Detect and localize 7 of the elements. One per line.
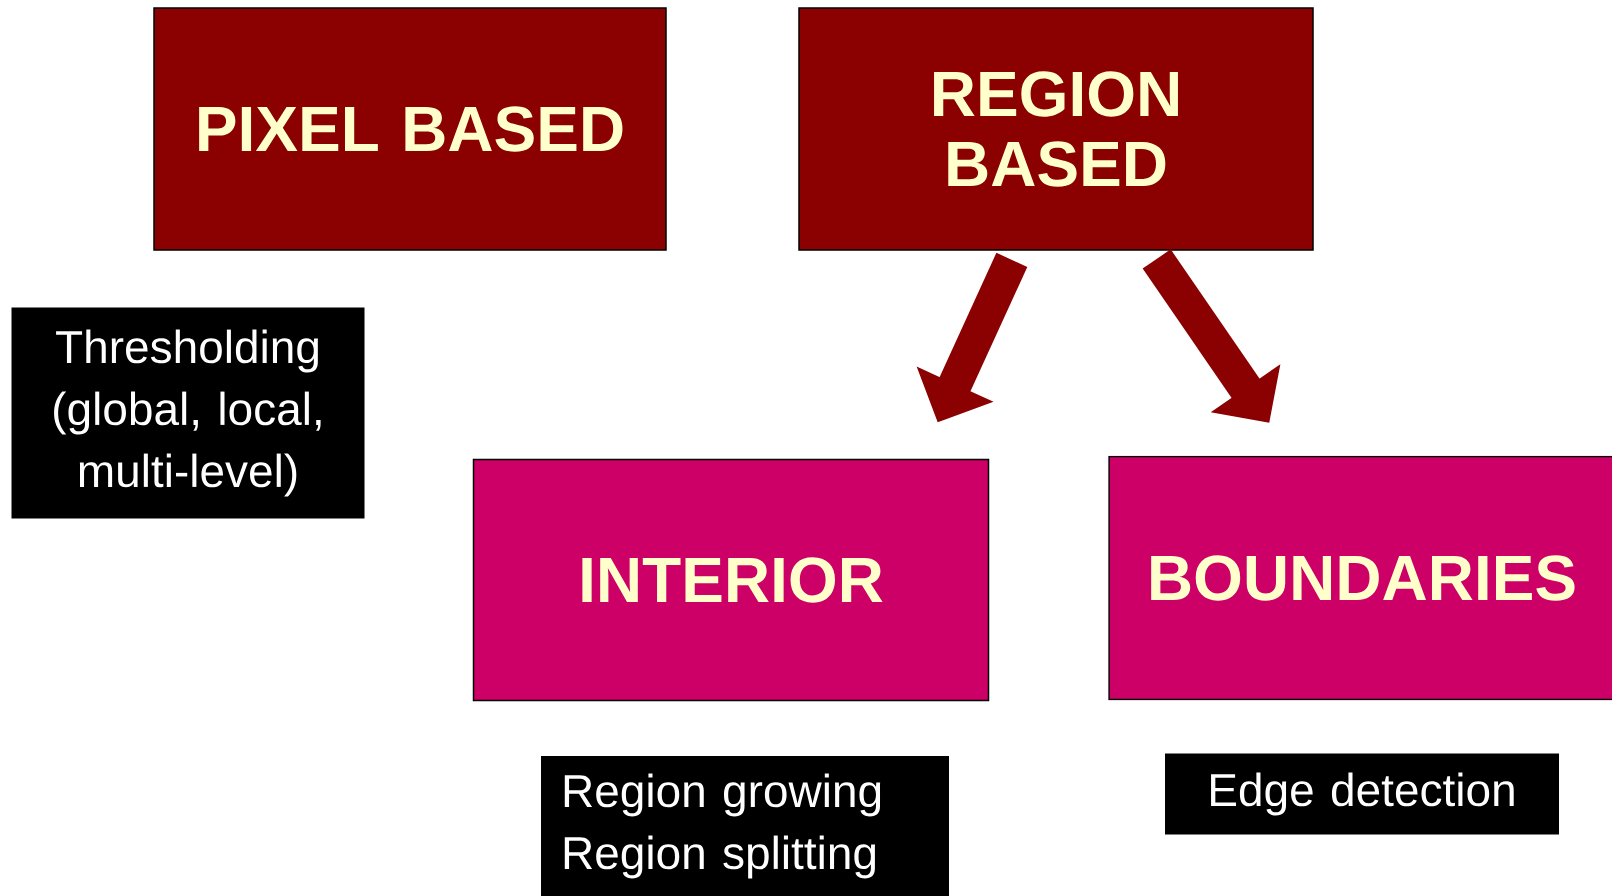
method-box: Edge detection (1165, 753, 1559, 835)
category-box: PIXEL BASED (153, 7, 667, 251)
method-box: Region growing Region splitting (541, 756, 949, 896)
category-box: BOUNDARIES (1108, 455, 1612, 701)
category-box: INTERIOR (472, 458, 990, 702)
category-box: REGION BASED (798, 7, 1314, 251)
method-box: Thresholding (global, local, multi-level) (11, 307, 365, 519)
